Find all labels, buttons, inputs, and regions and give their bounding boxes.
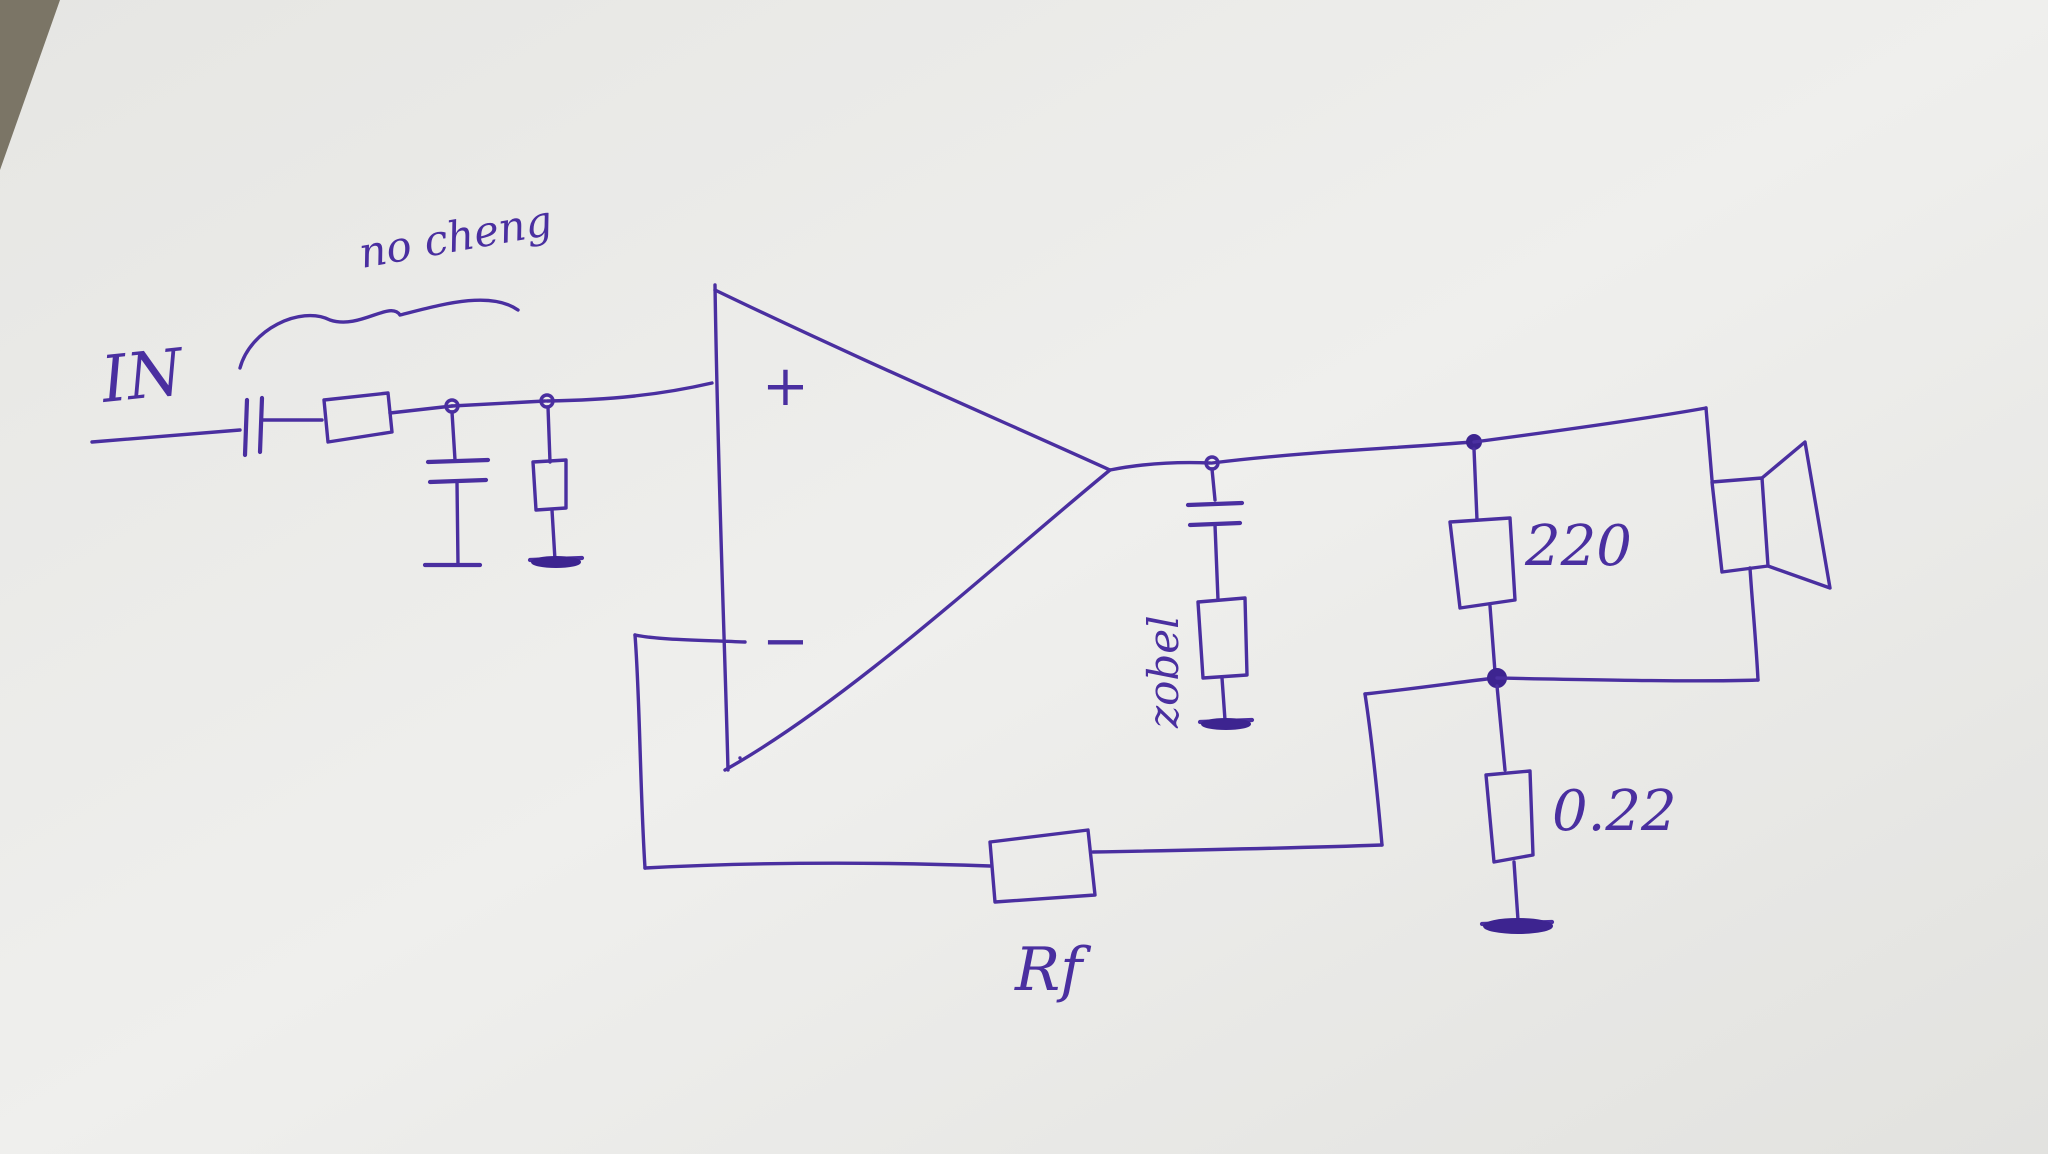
zobel-lead-top [1210,467,1217,502]
shunt-res-lead-bottom [550,508,557,562]
input-resistor [322,391,394,444]
wire-to-divider-top [1210,440,1474,465]
zobel-lead-bottom [1220,676,1227,722]
label-zobel: zobel [1139,615,1188,729]
shunt-resistor [531,458,568,512]
resistor-220 [1448,516,1517,610]
feedback-bottom-right [1091,843,1384,854]
output-wire [1108,460,1212,472]
shunt-res-lead-top [546,405,552,464]
feedback-resistor-rf [988,828,1097,904]
r022-lead-bottom [1512,860,1520,922]
label-input: IN [97,336,189,418]
speaker-lead-bottom [1748,566,1760,682]
label-resistor-0-22: 0.22 [1552,779,1677,844]
ground-blob-2 [531,556,581,568]
r022-lead-top [1495,684,1507,772]
minus-input-stub [633,633,747,644]
annotation-brace [238,298,520,370]
coupling-capacitor-plate-right [257,395,265,455]
ground-blob-divider [1483,918,1553,934]
r220-lead-top [1472,447,1479,522]
op-amp-top-side [713,288,1112,472]
ground-blob-zobel [1201,718,1251,730]
wire-node1-to-node2 [450,399,547,408]
feedback-right-vertical [1363,692,1384,847]
zobel-lead-mid [1213,523,1220,602]
label-feedback-resistor: Rf [1014,935,1092,1005]
speaker-cone [1760,440,1832,590]
label-resistor-220: 220 [1524,514,1632,579]
shunt-capacitor-plate-top [425,457,491,465]
input-wire [90,428,242,444]
feedback-to-divider-node [1363,676,1497,696]
feedback-path [633,633,1497,904]
label-plus-input: + [762,354,809,419]
op-amp [713,283,1112,772]
r220-lead-bottom [1488,604,1497,674]
speaker-lead-top [1704,406,1714,482]
op-amp-left-side [713,283,730,772]
op-amp-bottom-side [723,468,1112,772]
label-minus-input: − [762,609,809,674]
shunt-cap-lead-top [450,410,457,462]
wire-speaker-return [1495,676,1760,683]
zobel-capacitor-plate-top [1185,500,1245,508]
coupling-capacitor-plate-left [242,397,250,458]
wire-to-speaker-top [1472,406,1708,444]
shunt-cap-lead-bottom [455,480,460,567]
output-section [1108,406,1832,934]
feedback-left-vertical [633,633,647,870]
zobel-resistor [1196,596,1249,680]
feedback-bottom-left [643,861,992,870]
wire-to-plus-input [545,381,714,403]
wire-resistor-to-node [388,404,454,415]
resistor-0-22 [1484,769,1535,864]
input-section [90,381,714,568]
